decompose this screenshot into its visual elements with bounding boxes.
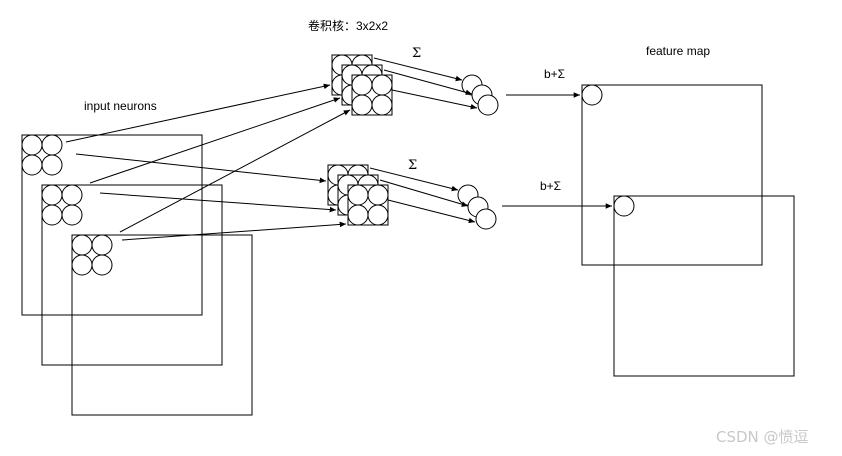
input-channel-3-outline [71, 234, 253, 416]
kernel-to-sum-arrows [369, 57, 478, 224]
sum-neurons-bottom [457, 184, 497, 230]
neuron [351, 74, 373, 96]
sum-label-top: Σ [412, 46, 421, 61]
neuron [41, 204, 63, 226]
input-channel-2-outline [41, 184, 223, 366]
watermark: CSDN @愤逗 [716, 428, 809, 446]
neuron [477, 94, 499, 116]
neuron [91, 254, 113, 276]
feature-map-label: feature map [646, 44, 710, 58]
neuron [367, 204, 389, 226]
neuron [41, 184, 63, 206]
neuron [91, 234, 113, 256]
neuron [371, 74, 393, 96]
neuron [347, 204, 369, 226]
input-neuron-group-3 [71, 234, 113, 276]
neuron [347, 184, 369, 206]
neuron [41, 134, 63, 156]
feature-map-2 [613, 195, 795, 377]
neuron [41, 154, 63, 176]
input-neuron-group-2 [41, 184, 83, 226]
feature-maps [581, 84, 795, 377]
neuron [351, 94, 373, 116]
bias-sum-label-top: b+Σ [544, 67, 565, 81]
input-neuron-group-1 [21, 134, 63, 176]
feature-neuron-2 [613, 195, 635, 217]
neuron [61, 204, 83, 226]
neuron [71, 234, 93, 256]
neuron [61, 184, 83, 206]
kernel-title: 卷积核：3x2x2 [308, 18, 388, 33]
sum-to-feature-arrows [502, 92, 612, 209]
input-to-kernel-arrows [65, 83, 351, 241]
input-neurons-label: input neurons [84, 99, 157, 113]
sum-neurons-top [461, 74, 499, 116]
neuron [475, 208, 497, 230]
bias-sum-label-bottom: b+Σ [540, 179, 561, 193]
neuron [21, 134, 43, 156]
neuron [371, 94, 393, 116]
kernel-stack-bottom [327, 164, 389, 226]
feature-neuron-1 [581, 84, 603, 106]
sum-label-bottom: Σ [408, 158, 417, 173]
input-channels [21, 134, 253, 416]
kernel-stack-top [331, 54, 393, 116]
neuron [71, 254, 93, 276]
feature-map-1 [581, 84, 763, 266]
neuron [367, 184, 389, 206]
neuron [21, 154, 43, 176]
